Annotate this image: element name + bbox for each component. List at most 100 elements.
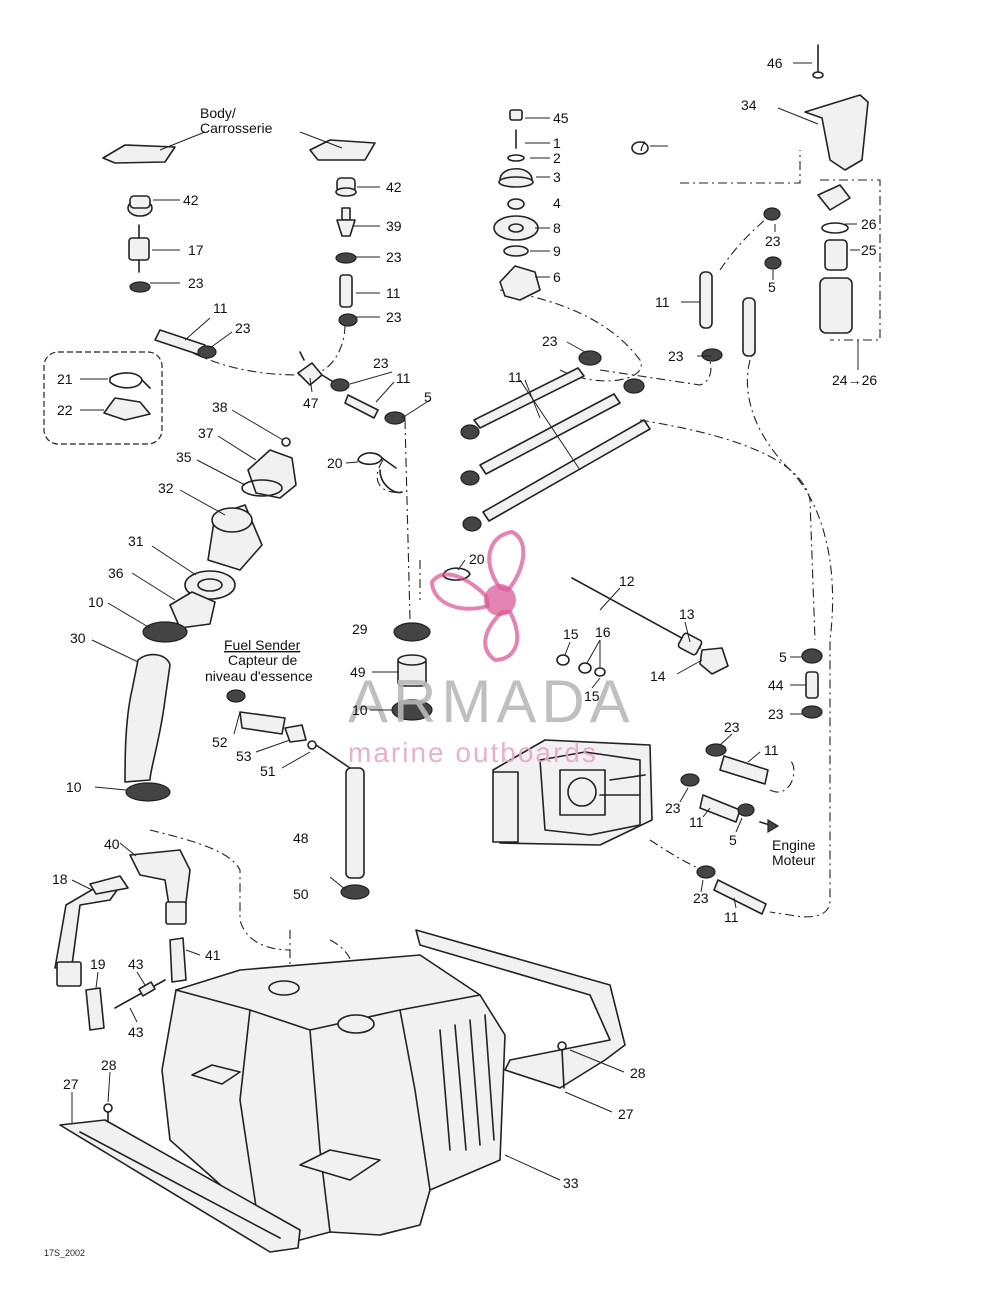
- callout-5-carb: 5: [729, 832, 737, 848]
- note-labels: Body/ Carrosserie Fuel Sender Capteur de…: [44, 105, 816, 1258]
- callout-20-bottom: 20: [469, 551, 485, 567]
- callout-3: 3: [553, 169, 561, 185]
- filler-neck-assembly: [124, 437, 297, 802]
- inline-fitting-right: [801, 648, 823, 719]
- callout-8: 8: [553, 220, 561, 236]
- callout-11-carb-bottom: 11: [724, 909, 739, 925]
- callout-43-top: 43: [128, 956, 144, 972]
- callout-45: 45: [553, 110, 569, 126]
- vent-valve-assembly-right: [335, 177, 358, 327]
- tank-straps: [54, 849, 191, 1031]
- callout-23-right-bottom: 23: [386, 309, 402, 325]
- callout-16: 16: [595, 624, 611, 640]
- callout-50: 50: [293, 886, 309, 902]
- fuel-sender-label-fr1: Capteur de: [228, 652, 297, 668]
- engine-label-fr: Moteur: [772, 852, 816, 868]
- callout-51: 51: [260, 763, 276, 779]
- fuel-sender-label-fr2: niveau d'essence: [205, 668, 313, 684]
- callout-28-right: 28: [630, 1065, 646, 1081]
- callout-11-filter: 11: [655, 294, 670, 310]
- callout-35: 35: [176, 449, 192, 465]
- callout-20-top: 20: [327, 455, 343, 471]
- fuel-tank: [161, 954, 506, 1241]
- callout-31: 31: [128, 533, 144, 549]
- callout-34: 34: [741, 97, 757, 113]
- body-label-en: Body/: [200, 105, 236, 121]
- vent-valve-assembly-left: [127, 195, 217, 359]
- callout-23-center: 23: [542, 333, 558, 349]
- clips: [357, 452, 471, 581]
- callout-4: 4: [553, 195, 561, 211]
- callout-14: 14: [650, 668, 666, 684]
- watermark: ARMADA marine outboards: [348, 529, 635, 768]
- callout-24-26: 24→26: [832, 372, 877, 388]
- callout-30: 30: [70, 630, 86, 646]
- callout-12: 12: [619, 573, 635, 589]
- callout-11-carb-mid: 11: [689, 814, 704, 830]
- callout-23-carb-bottom: 23: [693, 890, 709, 906]
- choke-cable-assembly: [556, 577, 729, 677]
- callout-23-left: 23: [188, 275, 204, 291]
- callout-44: 44: [768, 677, 784, 693]
- callout-22: 22: [57, 402, 73, 418]
- callout-11-carb-top: 11: [764, 742, 779, 758]
- callout-23-right-fitting: 23: [768, 706, 784, 722]
- callout-52: 52: [212, 734, 228, 750]
- callout-46: 46: [767, 55, 783, 71]
- callout-11-left: 11: [213, 300, 228, 316]
- callout-48: 48: [293, 830, 309, 846]
- fuel-sender-parts: [226, 689, 351, 769]
- watermark-brand: ARMADA: [348, 668, 635, 735]
- callout-2: 2: [553, 150, 561, 166]
- callout-10-bottom: 10: [66, 779, 82, 795]
- engine-label-en: Engine: [772, 837, 816, 853]
- callout-10-top: 10: [88, 594, 104, 610]
- callout-42-left: 42: [183, 192, 199, 208]
- callout-19: 19: [90, 956, 106, 972]
- callout-23-tee: 23: [373, 355, 389, 371]
- fuel-filter-bracket: [699, 44, 869, 362]
- support-trays: [59, 929, 626, 1253]
- callout-11-center: 11: [508, 369, 523, 385]
- callout-5-center: 5: [424, 389, 432, 405]
- callout-26: 26: [861, 216, 877, 232]
- callout-17: 17: [188, 242, 204, 258]
- callout-21: 21: [57, 371, 73, 387]
- callout-23-carb-mid: 23: [665, 800, 681, 816]
- watermark-tagline: marine outboards: [348, 737, 598, 768]
- callout-23-left-hose: 23: [235, 320, 251, 336]
- callout-40: 40: [104, 836, 120, 852]
- callout-39: 39: [386, 218, 402, 234]
- leader-lines: [71, 62, 860, 1181]
- callout-47: 47: [303, 395, 319, 411]
- callout-15-bottom: 15: [584, 688, 600, 704]
- callout-29: 29: [352, 621, 368, 637]
- callout-42-right: 42: [386, 179, 402, 195]
- body-mounting-pads: [102, 131, 376, 164]
- callout-5-filter: 5: [768, 279, 776, 295]
- callout-38: 38: [212, 399, 228, 415]
- callout-41: 41: [205, 947, 221, 963]
- callout-32: 32: [158, 480, 174, 496]
- callout-53: 53: [236, 748, 252, 764]
- callout-7: 7: [638, 138, 646, 154]
- callout-37: 37: [198, 425, 214, 441]
- callout-11-right: 11: [386, 285, 401, 301]
- callout-36: 36: [108, 565, 124, 581]
- propeller-logo: [429, 529, 526, 663]
- callout-23-carb-top: 23: [724, 719, 740, 735]
- body-label-fr: Carrosserie: [200, 120, 273, 136]
- callout-33: 33: [563, 1175, 579, 1191]
- fuel-sender-label-en: Fuel Sender: [224, 637, 301, 653]
- tee-fitting: [297, 351, 406, 425]
- callout-27-right: 27: [618, 1106, 634, 1122]
- callout-23-right: 23: [386, 249, 402, 265]
- callout-6: 6: [553, 269, 561, 285]
- callout-25: 25: [861, 242, 877, 258]
- callout-18: 18: [52, 871, 68, 887]
- callout-9: 9: [553, 243, 561, 259]
- callout-28-left: 28: [101, 1057, 117, 1073]
- carburetor: [492, 739, 780, 915]
- callout-23-filter-bottom: 23: [668, 348, 684, 364]
